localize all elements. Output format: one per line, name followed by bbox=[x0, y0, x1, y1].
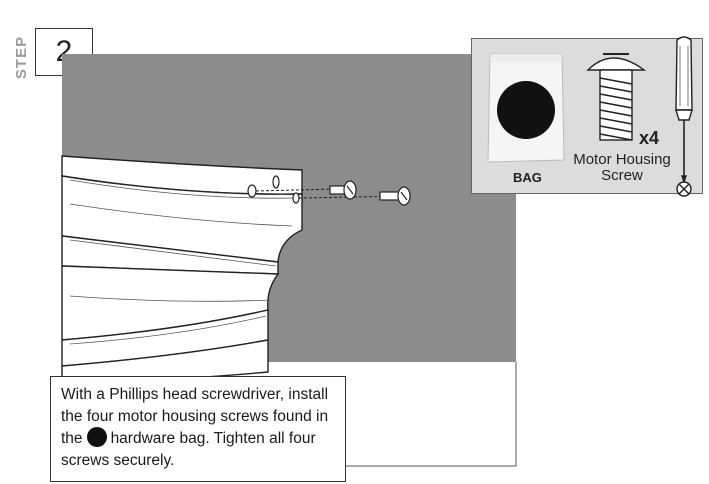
bag-marker-dot bbox=[497, 81, 555, 139]
screw-name-line1: Motor Housing bbox=[573, 151, 671, 168]
screw-near-hole bbox=[329, 180, 357, 200]
hardware-bag-icon bbox=[487, 53, 565, 163]
hardware-bag-dot-icon bbox=[86, 427, 107, 447]
motor-housing-screw-icon bbox=[586, 53, 647, 141]
instruction-text-start: With a Phillips head screwdriver, instal… bbox=[61, 386, 329, 447]
screw-quantity: x4 bbox=[639, 128, 660, 148]
screw-name-line2: Screw bbox=[601, 167, 643, 184]
instruction-text-end: hardware bag. Tighten all four screws se… bbox=[61, 430, 316, 469]
instruction-box: With a Phillips head screwdriver, instal… bbox=[50, 376, 346, 482]
screw-approaching bbox=[379, 186, 411, 206]
phillips-screwdriver-icon bbox=[675, 36, 693, 185]
bag-label: BAG bbox=[513, 170, 542, 185]
screw-name: Motor Housing Screw bbox=[570, 152, 674, 184]
phillips-head-icon bbox=[676, 181, 692, 197]
motor-housing bbox=[61, 155, 303, 385]
